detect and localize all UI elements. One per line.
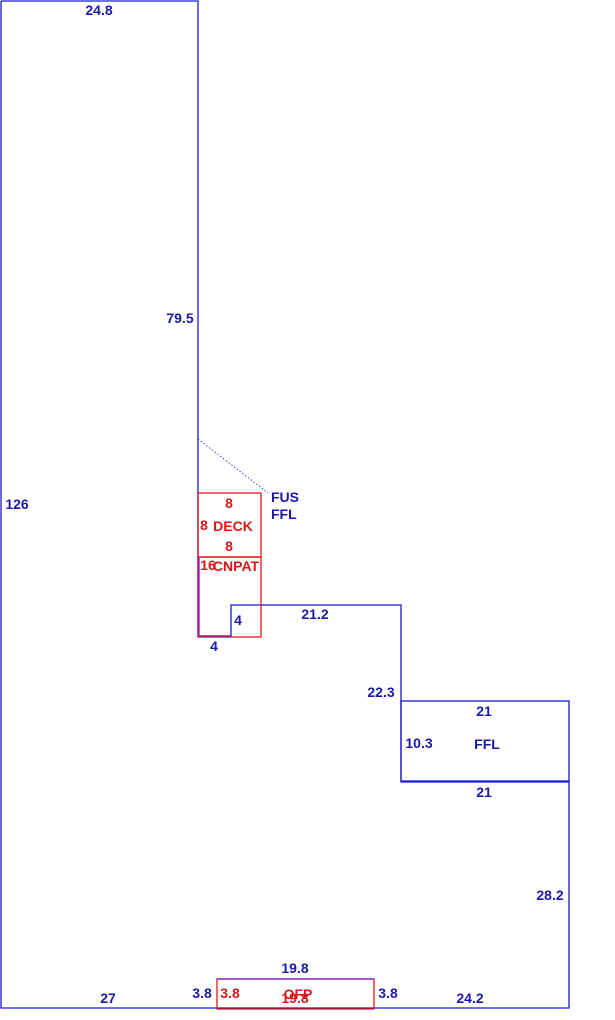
ffl-room xyxy=(400,700,570,782)
cnpat-box xyxy=(197,556,262,638)
deck-label: DECK xyxy=(213,518,253,534)
dim-ffl-top: 21 xyxy=(476,703,492,719)
dim-step-small-h: 4 xyxy=(234,612,242,628)
area-fus: FUS xyxy=(271,489,299,505)
dim-ofp-left: 3.8 xyxy=(192,985,212,1001)
deck-top-dim: 8 xyxy=(225,495,233,511)
ofp-bottom-dim: 19.8 xyxy=(281,990,308,1006)
dim-ofp-top: 19.8 xyxy=(281,960,308,976)
dim-ffl-bottom: 21 xyxy=(476,784,492,800)
deck-left-dim: 8 xyxy=(200,517,208,533)
ofp-left-dim: 3.8 xyxy=(220,985,240,1001)
leader-line xyxy=(197,438,269,494)
dim-ffl-height: 10.3 xyxy=(405,735,432,751)
dim-left-height: 126 xyxy=(5,496,29,512)
main-outline xyxy=(0,0,570,1009)
cnpat-label: CNPAT xyxy=(213,558,260,574)
dim-right-drop: 22.3 xyxy=(367,684,394,700)
dim-bottom-left: 27 xyxy=(100,990,116,1006)
ofp-label: OFP xyxy=(284,986,313,1002)
dim-top-width: 24.8 xyxy=(85,2,112,18)
dim-upper-wall: 79.5 xyxy=(166,310,193,326)
dim-right-lower: 28.2 xyxy=(536,887,563,903)
dim-bottom-right: 24.2 xyxy=(456,990,483,1006)
dim-ofp-right: 3.8 xyxy=(378,985,398,1001)
deck-bottom-dim: 8 xyxy=(225,538,233,554)
room-ffl-label: FFL xyxy=(474,736,500,752)
cnpat-left-dim: 16 xyxy=(200,557,216,573)
area-ffl: FFL xyxy=(271,506,297,522)
dim-step-small-w: 4 xyxy=(210,638,218,654)
dim-step-width: 21.2 xyxy=(301,606,328,622)
